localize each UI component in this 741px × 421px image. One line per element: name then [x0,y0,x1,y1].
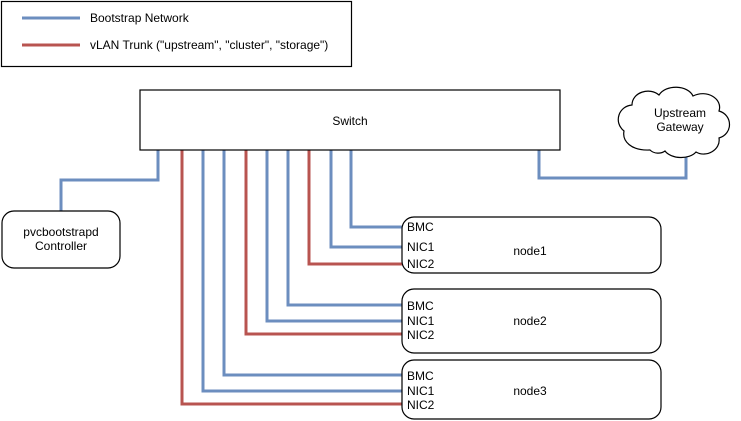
connection-switch-to-node3-bmc [222,150,404,377]
cloud-icon [617,86,731,159]
node1[interactable]: BMC NIC1 NIC2 node1 [401,216,662,274]
connection-switch-to-node1-nic2 [307,150,404,266]
legend-item-vlan-trunk: vLAN Trunk ("upstream", "cluster", "stor… [22,38,328,52]
controller-label-line2: Controller [35,239,87,253]
node2-box[interactable] [401,288,662,354]
node2-title: node2 [513,314,547,328]
node1-port-bmc: BMC [407,220,434,234]
connection-switch-to-controller [59,150,160,212]
node2-port-nic1: NIC1 [407,314,435,328]
connection-switch-to-node3-nic1 [201,150,404,393]
node3-port-nic2: NIC2 [407,398,435,412]
connections-layer [59,150,688,406]
controller-box[interactable] [1,210,121,269]
switch-node[interactable]: Switch [139,89,561,151]
node2-port-bmc: BMC [407,299,434,313]
node3-port-bmc: BMC [407,369,434,383]
switch-box[interactable] [139,89,561,151]
connection-switch-to-node1-nic1 [329,150,404,249]
node3-box[interactable] [401,359,662,420]
connection-switch-to-gateway [537,150,688,180]
legend-label-vlan-trunk: vLAN Trunk ("upstream", "cluster", "stor… [90,38,328,52]
connection-switch-to-node3-nic2 [180,150,404,406]
node1-box[interactable] [401,216,662,274]
node1-port-nic2: NIC2 [407,257,435,271]
connection-switch-to-node2-nic1 [265,150,404,323]
legend: Bootstrap Network vLAN Trunk ("upstream"… [0,0,353,68]
legend-label-bootstrap: Bootstrap Network [90,11,190,25]
legend-item-bootstrap: Bootstrap Network [22,11,190,25]
node2-port-nic2: NIC2 [407,328,435,342]
node1-title: node1 [513,244,547,258]
node3-port-nic1: NIC1 [407,384,435,398]
node3-title: node3 [513,384,547,398]
legend-box [0,0,353,68]
node3[interactable]: BMC NIC1 NIC2 node3 [401,359,662,420]
node2[interactable]: BMC NIC1 NIC2 node2 [401,288,662,354]
controller-label-line1: pvcbootstrapd [23,225,98,239]
controller-node[interactable]: pvcbootstrapd Controller [1,210,121,269]
connection-switch-to-node2-bmc [286,150,404,307]
node1-port-nic1: NIC1 [407,240,435,254]
connection-switch-to-node1-bmc [349,150,404,229]
switch-label: Switch [332,114,367,128]
upstream-gateway-node[interactable]: Upstream Gateway [617,86,731,159]
connection-switch-to-node2-nic2 [244,150,404,336]
gateway-label-line1: Upstream [654,106,706,120]
gateway-label-line2: Gateway [656,120,703,134]
